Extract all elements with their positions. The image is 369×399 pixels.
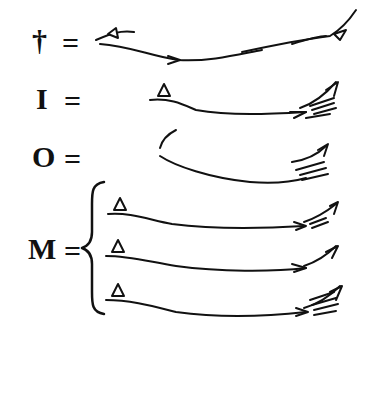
equals-sign: = (64, 236, 81, 266)
i-symbol-drawing (150, 82, 338, 118)
equals-sign: = (62, 28, 79, 58)
equals-sign: = (64, 144, 81, 174)
m-symbol-drawings (106, 198, 342, 316)
letter-symbol: O (32, 142, 55, 172)
cross-symbol: † (32, 26, 47, 56)
letter-symbol: I (36, 84, 48, 114)
letter-symbol: M (28, 234, 56, 264)
equals-sign: = (64, 86, 81, 116)
cross-symbol-drawing (96, 10, 356, 64)
curly-brace (82, 182, 104, 314)
o-symbol-drawing (160, 130, 328, 183)
